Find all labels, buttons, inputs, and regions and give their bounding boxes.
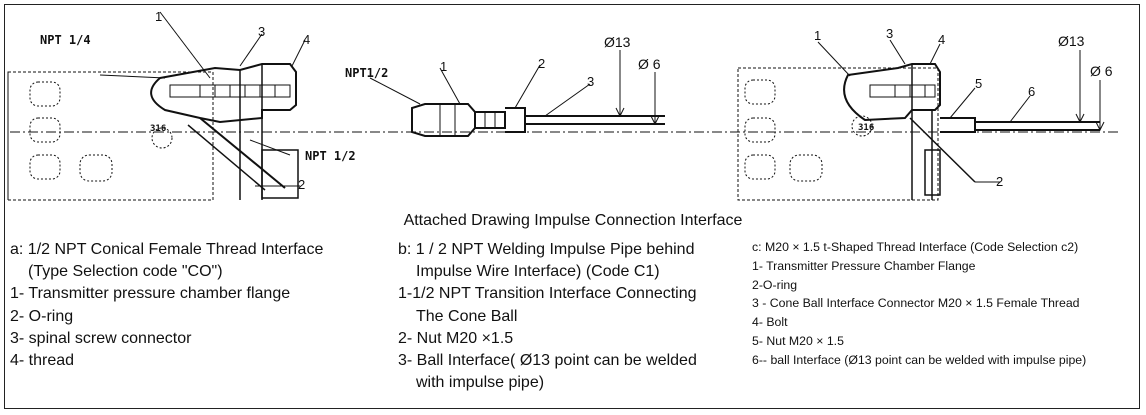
section-c-title: c: M20 × 1.5 t-Shaped Thread Interface (… <box>752 240 1079 254</box>
drawing-caption: Attached Drawing Impulse Connection Inte… <box>403 212 743 229</box>
section-a-item: 3- spinal screw connector <box>10 329 192 347</box>
section-c-item: 1- Transmitter Pressure Chamber Flange <box>752 258 976 273</box>
drawing-frame <box>4 4 1140 409</box>
section-b-title: b: 1 / 2 NPT Welding Impulse Pipe behind <box>398 241 695 258</box>
section-a-item: 4- thread <box>10 351 75 369</box>
section-b: b: 1 / 2 NPT Welding Impulse Pipe behind… <box>398 240 748 395</box>
callout-c-5: 5 <box>975 76 982 91</box>
section-c-item: 5- Nut M20 × 1.5 <box>752 333 844 348</box>
label-d6-b: Ø 6 <box>638 56 661 72</box>
callout-c-6: 6 <box>1028 84 1035 99</box>
callout-b-2: 2 <box>538 56 545 71</box>
label-316: 316 <box>150 124 166 134</box>
section-a-title: a: 1/2 NPT Conical Female Thread Interfa… <box>10 241 324 258</box>
section-a-item: 1- Transmitter pressure chamber flange <box>10 285 291 303</box>
callout-c-4: 4 <box>938 32 945 47</box>
callout-c-3: 3 <box>886 26 893 41</box>
label-d6-c: Ø 6 <box>1090 63 1113 79</box>
callout-c-2: 2 <box>996 174 1003 189</box>
section-c-item: 3 - Cone Ball Interface Connector M20 × … <box>752 296 1080 311</box>
drawing-b <box>369 50 665 137</box>
label-npt-half-a: NPT 1/2 <box>305 149 356 163</box>
section-a-item: 2- O-ring <box>10 307 74 325</box>
section-b-item-3-cont: with impulse pipe) <box>416 374 545 392</box>
callout-a-3: 3 <box>258 24 265 39</box>
callout-b-1: 1 <box>440 59 447 74</box>
section-c-item: 2-O-ring <box>752 277 798 292</box>
callout-a-4: 4 <box>303 32 310 47</box>
section-b-item-1: 1-1/2 NPT Transition Interface Connectin… <box>398 285 697 303</box>
label-316-c: 316 <box>858 123 874 133</box>
drawing-a <box>7 11 306 201</box>
section-b-title-cont: Impulse Wire Interface) (Code C1) <box>416 263 660 281</box>
impulse-connection-drawing: NPT 1/4 1 3 4 316 NPT 1/2 2 NPT1/2 1 2 3… <box>7 9 1120 201</box>
section-c: c: M20 × 1.5 t-Shaped Thread Interface (… <box>752 240 1142 371</box>
section-b-item-2: 2- Nut M20 ×1.5 <box>398 329 514 347</box>
callout-a-2: 2 <box>298 177 305 192</box>
section-b-item-1-cont: The Cone Ball <box>416 307 518 325</box>
callout-c-1: 1 <box>814 28 821 43</box>
section-c-item: 6-- ball Interface (Ø13 point can be wel… <box>752 352 1087 367</box>
label-d13-c: Ø13 <box>1058 33 1085 49</box>
section-a-title-cont: (Type Selection code "CO") <box>28 263 223 281</box>
section-c-item: 4- Bolt <box>752 315 788 329</box>
section-b-item-3: 3- Ball Interface( Ø13 point can be weld… <box>398 351 697 369</box>
label-d13-b: Ø13 <box>604 34 631 50</box>
label-npt-quarter: NPT 1/4 <box>40 33 91 47</box>
label-npt-half-b: NPT1/2 <box>345 66 388 80</box>
section-a: a: 1/2 NPT Conical Female Thread Interfa… <box>10 240 395 373</box>
drawing-c <box>737 39 1105 201</box>
callout-b-3: 3 <box>587 74 594 89</box>
callout-a-1: 1 <box>155 9 162 24</box>
